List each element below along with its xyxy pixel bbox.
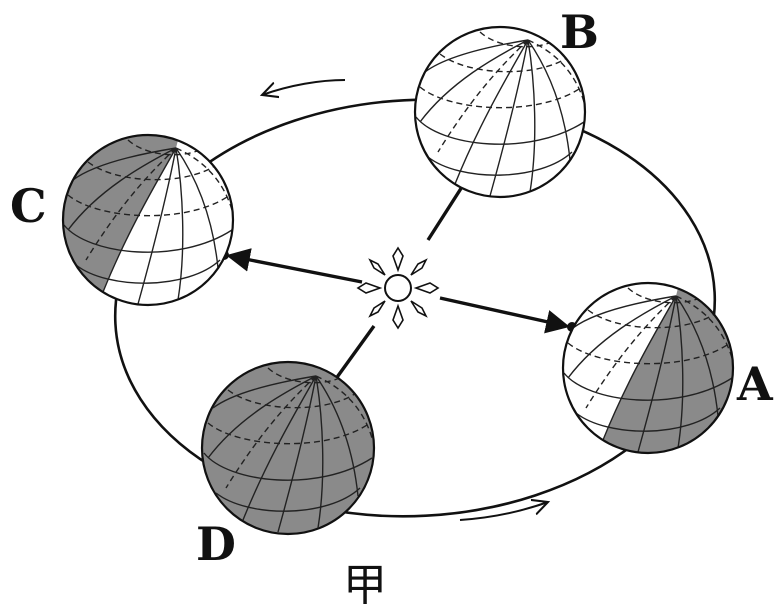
sun-icon (356, 246, 440, 330)
globe-d (200, 360, 376, 536)
ray-to-d (333, 325, 376, 381)
ray-to-c (226, 248, 363, 284)
orbit-path (113, 98, 717, 518)
label-d: D (196, 517, 236, 571)
label-a: A (736, 357, 774, 411)
globe-c (61, 133, 235, 307)
orbit-direction-arrow-bottom (459, 502, 548, 521)
label-c: C (10, 179, 47, 233)
label-b: B (560, 5, 599, 59)
ray-to-a (439, 296, 570, 334)
globe-b (413, 25, 587, 199)
orbit-direction-arrow-top (262, 79, 346, 95)
diagram-caption: 甲 (343, 560, 387, 609)
